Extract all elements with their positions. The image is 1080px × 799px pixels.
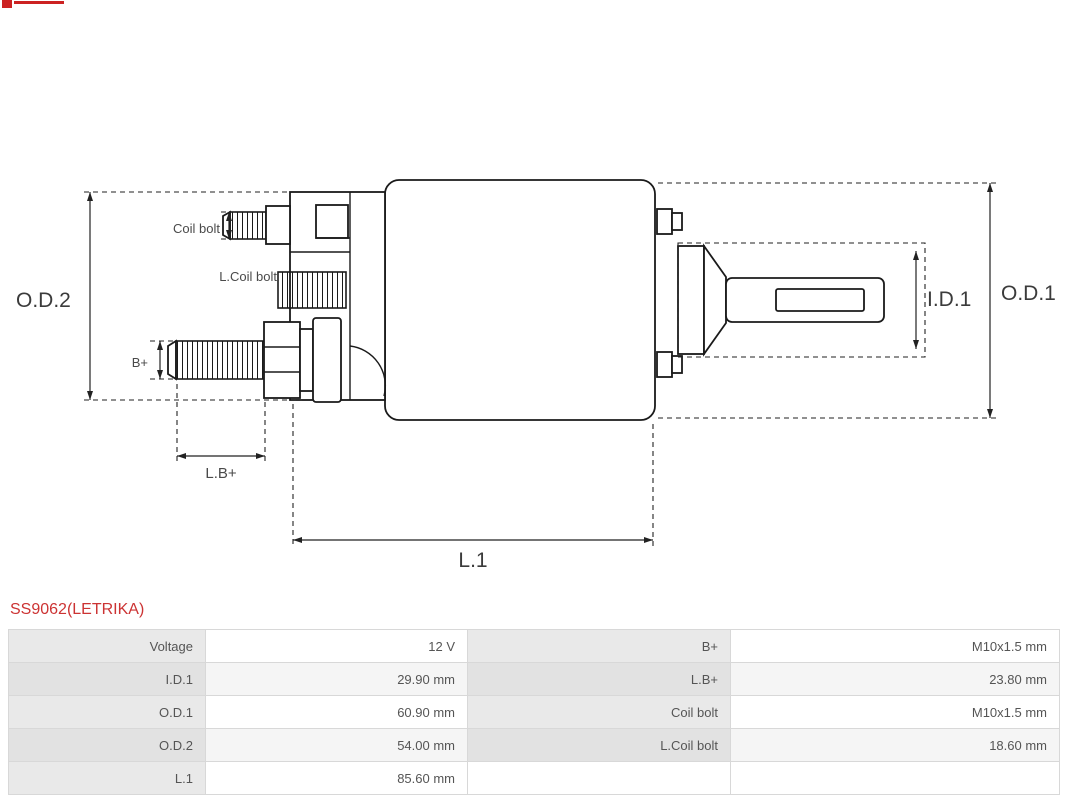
od2-label: O.D.2 xyxy=(16,289,71,312)
spec-row: I.D.1 29.90 mm L.B+ 23.80 mm xyxy=(8,662,1060,696)
dimension-od2: O.D.2 xyxy=(16,191,302,401)
lb-plus-label: L.B+ xyxy=(205,465,237,482)
solenoid-body xyxy=(384,179,656,421)
od1-extension-lines xyxy=(658,182,996,419)
od1-label: O.D.1 xyxy=(1001,282,1056,305)
spec-table: Voltage 12 V B+ M10x1.5 mm I.D.1 29.90 m… xyxy=(8,629,1060,795)
spec-label-cell: L.B+ xyxy=(467,662,731,696)
logo-underline xyxy=(14,1,64,4)
bracket-notch xyxy=(315,204,349,239)
spec-value-cell: M10x1.5 mm xyxy=(730,629,1060,663)
plunger-assembly xyxy=(677,243,885,357)
rear-studs xyxy=(656,208,683,378)
logo-icon xyxy=(2,0,12,8)
bushing-thread xyxy=(277,271,347,309)
b-plus-nut xyxy=(263,321,301,399)
b-plus-label: B+ xyxy=(132,355,148,370)
spec-row: L.1 85.60 mm xyxy=(8,761,1060,795)
spec-empty-cell xyxy=(467,761,731,795)
spec-label-cell: B+ xyxy=(467,629,731,663)
spec-row: O.D.2 54.00 mm L.Coil bolt 18.60 mm xyxy=(8,728,1060,762)
spec-value-cell: 54.00 mm xyxy=(205,728,468,762)
spec-value-cell: 29.90 mm xyxy=(205,662,468,696)
shaft-slot xyxy=(775,288,865,312)
solenoid-technical-drawing: O.D.2 O.D.1 I.D.1 L.1 L.B+ B+ Coil bolt … xyxy=(16,179,1056,572)
lb-plus-extension-lines xyxy=(176,384,266,464)
coil-bolt-washer xyxy=(265,205,291,245)
coil-bolt-label: Coil bolt xyxy=(173,221,220,236)
b-plus-washer xyxy=(299,328,314,392)
dimension-l1: L.1 xyxy=(292,404,654,572)
bracket-curve xyxy=(349,345,387,397)
logo-fragment xyxy=(2,0,64,8)
spec-label-cell: L.Coil bolt xyxy=(467,728,731,762)
spec-row: O.D.1 60.90 mm Coil bolt M10x1.5 mm xyxy=(8,695,1060,729)
part-title: SS9062(LETRIKA) xyxy=(10,601,145,618)
dimension-id1: I.D.1 xyxy=(677,242,971,358)
b-plus-nut-facets xyxy=(264,346,300,373)
solenoid-cylinder xyxy=(384,179,656,421)
l1-extension-lines xyxy=(292,404,654,548)
spec-value-cell: 12 V xyxy=(205,629,468,663)
spec-label-cell: Coil bolt xyxy=(467,695,731,729)
spec-value-cell: 60.90 mm xyxy=(205,695,468,729)
spec-empty-cell xyxy=(730,761,1060,795)
rear-stud-bottom-washer xyxy=(671,355,683,374)
rear-stud-top-washer xyxy=(671,212,683,231)
id1-label: I.D.1 xyxy=(927,288,971,311)
dimension-coil-bolt: Coil bolt xyxy=(173,211,238,240)
coil-bolt-ticks xyxy=(221,211,238,240)
spec-value-cell: 18.60 mm xyxy=(730,728,1060,762)
dimension-lb-plus: L.B+ xyxy=(176,384,266,482)
coil-bolt-bushing xyxy=(277,271,347,309)
plunger-cone xyxy=(703,243,727,357)
b-plus-terminal xyxy=(167,317,342,403)
spec-label-cell: O.D.1 xyxy=(8,695,206,729)
dimension-b-plus: B+ xyxy=(132,340,174,380)
b-plus-tip xyxy=(167,339,177,381)
spec-label-cell: I.D.1 xyxy=(8,662,206,696)
bracket-detail-lines xyxy=(290,237,350,253)
spec-label-cell: L.1 xyxy=(8,761,206,795)
b-plus-thread xyxy=(175,340,265,380)
l-coil-bolt-label: L.Coil bolt xyxy=(219,269,277,284)
od2-extension-lines xyxy=(84,191,302,401)
coil-bolt-thread xyxy=(229,211,267,240)
dimension-od1: O.D.1 xyxy=(658,182,1056,419)
spec-label-cell: Voltage xyxy=(8,629,206,663)
spec-value-cell: 23.80 mm xyxy=(730,662,1060,696)
l1-label: L.1 xyxy=(458,549,487,572)
plunger-base xyxy=(677,245,705,355)
spec-label-cell: O.D.2 xyxy=(8,728,206,762)
spec-value-cell: M10x1.5 mm xyxy=(730,695,1060,729)
rear-stud-top xyxy=(656,208,673,235)
spec-row: Voltage 12 V B+ M10x1.5 mm xyxy=(8,629,1060,663)
b-plus-flange xyxy=(312,317,342,403)
spec-value-cell: 85.60 mm xyxy=(205,761,468,795)
rear-stud-bottom xyxy=(656,351,673,378)
label-l-coil-bolt: L.Coil bolt xyxy=(219,269,277,284)
